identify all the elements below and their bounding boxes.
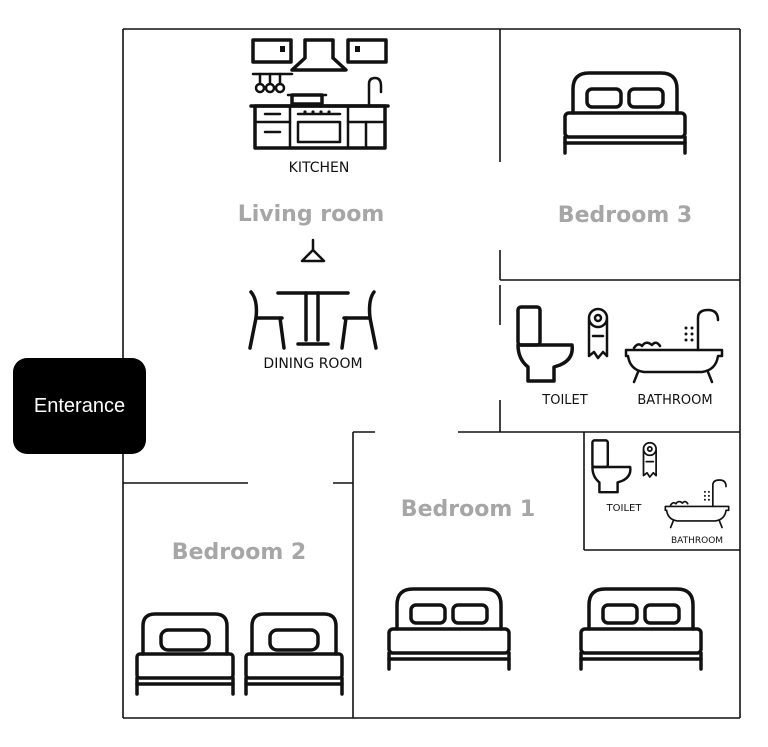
double-bed-icon — [563, 71, 687, 155]
kitchen-icon — [249, 38, 390, 150]
bathroom-label: BATHROOM — [637, 393, 712, 408]
toilet-paper-icon — [587, 307, 609, 360]
double-bed-icon — [579, 587, 703, 671]
ceiling-lamp-icon — [300, 238, 326, 263]
toilet-label: TOILET — [541, 393, 587, 408]
single-bed-icon — [135, 612, 235, 696]
dining-room-label: DINING ROOM — [263, 356, 362, 372]
toilet-icon — [591, 439, 632, 494]
entrance-button[interactable]: Enterance — [13, 358, 146, 454]
living-room-label: Living room — [238, 202, 385, 227]
bedroom-3-label: Bedroom 3 — [558, 203, 692, 228]
double-bed-icon — [387, 587, 511, 671]
ensuite-bathroom-label: BATHROOM — [671, 536, 723, 546]
single-bed-icon — [244, 612, 344, 696]
bathtub-icon — [624, 308, 724, 384]
dining-table-icon — [248, 290, 378, 350]
toilet-icon — [516, 305, 574, 383]
entrance-label: Enterance — [33, 394, 126, 417]
bedroom-2-label: Bedroom 2 — [172, 540, 306, 565]
bedroom-1-label: Bedroom 1 — [401, 497, 535, 522]
bathtub-icon — [664, 479, 730, 529]
toilet-paper-icon — [642, 441, 657, 478]
walls — [122, 28, 741, 719]
kitchen-label: KITCHEN — [289, 160, 350, 176]
ensuite-toilet-label: TOILET — [606, 503, 643, 514]
